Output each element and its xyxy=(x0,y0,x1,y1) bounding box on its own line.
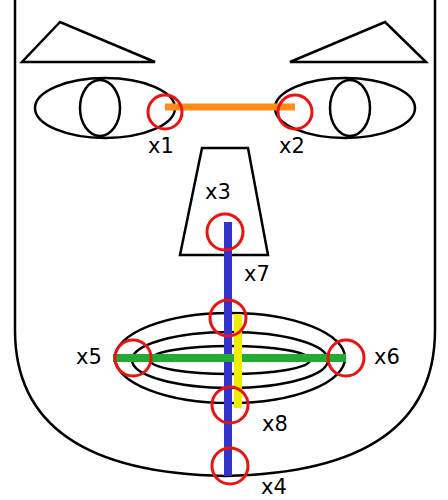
eye xyxy=(275,78,415,138)
landmark-label: x8 xyxy=(262,414,288,435)
landmark-circle xyxy=(212,448,248,484)
landmark-label: x3 xyxy=(205,182,231,203)
landmark-label: x6 xyxy=(374,347,400,368)
landmark-label: x4 xyxy=(261,477,287,498)
landmark-circle xyxy=(148,95,182,129)
eyebrow xyxy=(22,22,155,62)
nose-chin-line xyxy=(224,222,232,476)
face-outline xyxy=(15,0,435,476)
iris xyxy=(80,80,120,136)
landmark-circle xyxy=(212,387,248,423)
eyebrow xyxy=(290,22,426,62)
landmark-label: x7 xyxy=(244,264,270,285)
landmark-label: x5 xyxy=(76,347,102,368)
landmark-circle xyxy=(115,340,151,376)
landmark-circle xyxy=(278,95,312,129)
mouth-width-line xyxy=(113,354,346,362)
landmark-label: x1 xyxy=(148,136,174,157)
landmark-circle xyxy=(210,300,246,336)
iris xyxy=(330,80,370,136)
eye-distance-line xyxy=(165,104,295,111)
landmark-circle xyxy=(328,340,364,376)
mouth-height-line xyxy=(234,314,242,408)
landmark-circle xyxy=(207,214,243,250)
landmark-label: x2 xyxy=(279,136,305,157)
eye xyxy=(35,78,175,138)
